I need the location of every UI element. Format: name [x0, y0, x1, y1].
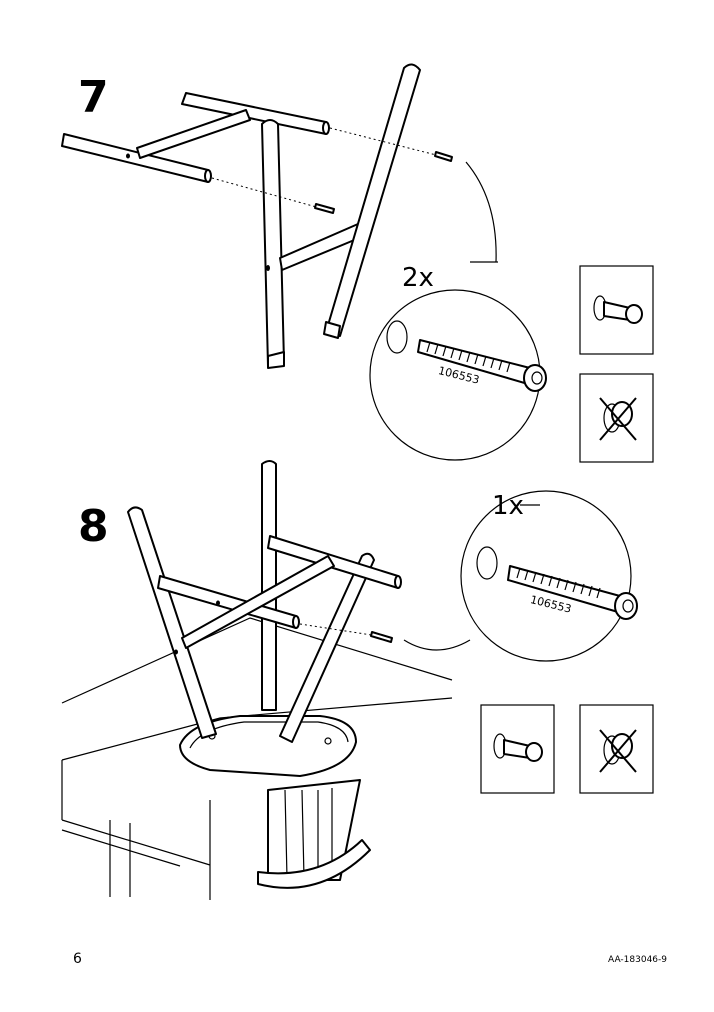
document-code: AA-183046-9: [608, 955, 667, 965]
screw-head-countersunk-icon-8: [480, 704, 555, 794]
screw-icon: [314, 151, 453, 214]
screw-head-countersunk-icon: [579, 265, 654, 355]
crossed-out-screw-icon-8: [579, 704, 654, 794]
step-8-number: 8: [78, 501, 109, 552]
crossed-out-screw-icon: [579, 373, 654, 463]
step-7-number: 7: [78, 72, 109, 123]
step-7-quantity: 2x: [402, 263, 434, 293]
page-number: 6: [73, 951, 82, 967]
